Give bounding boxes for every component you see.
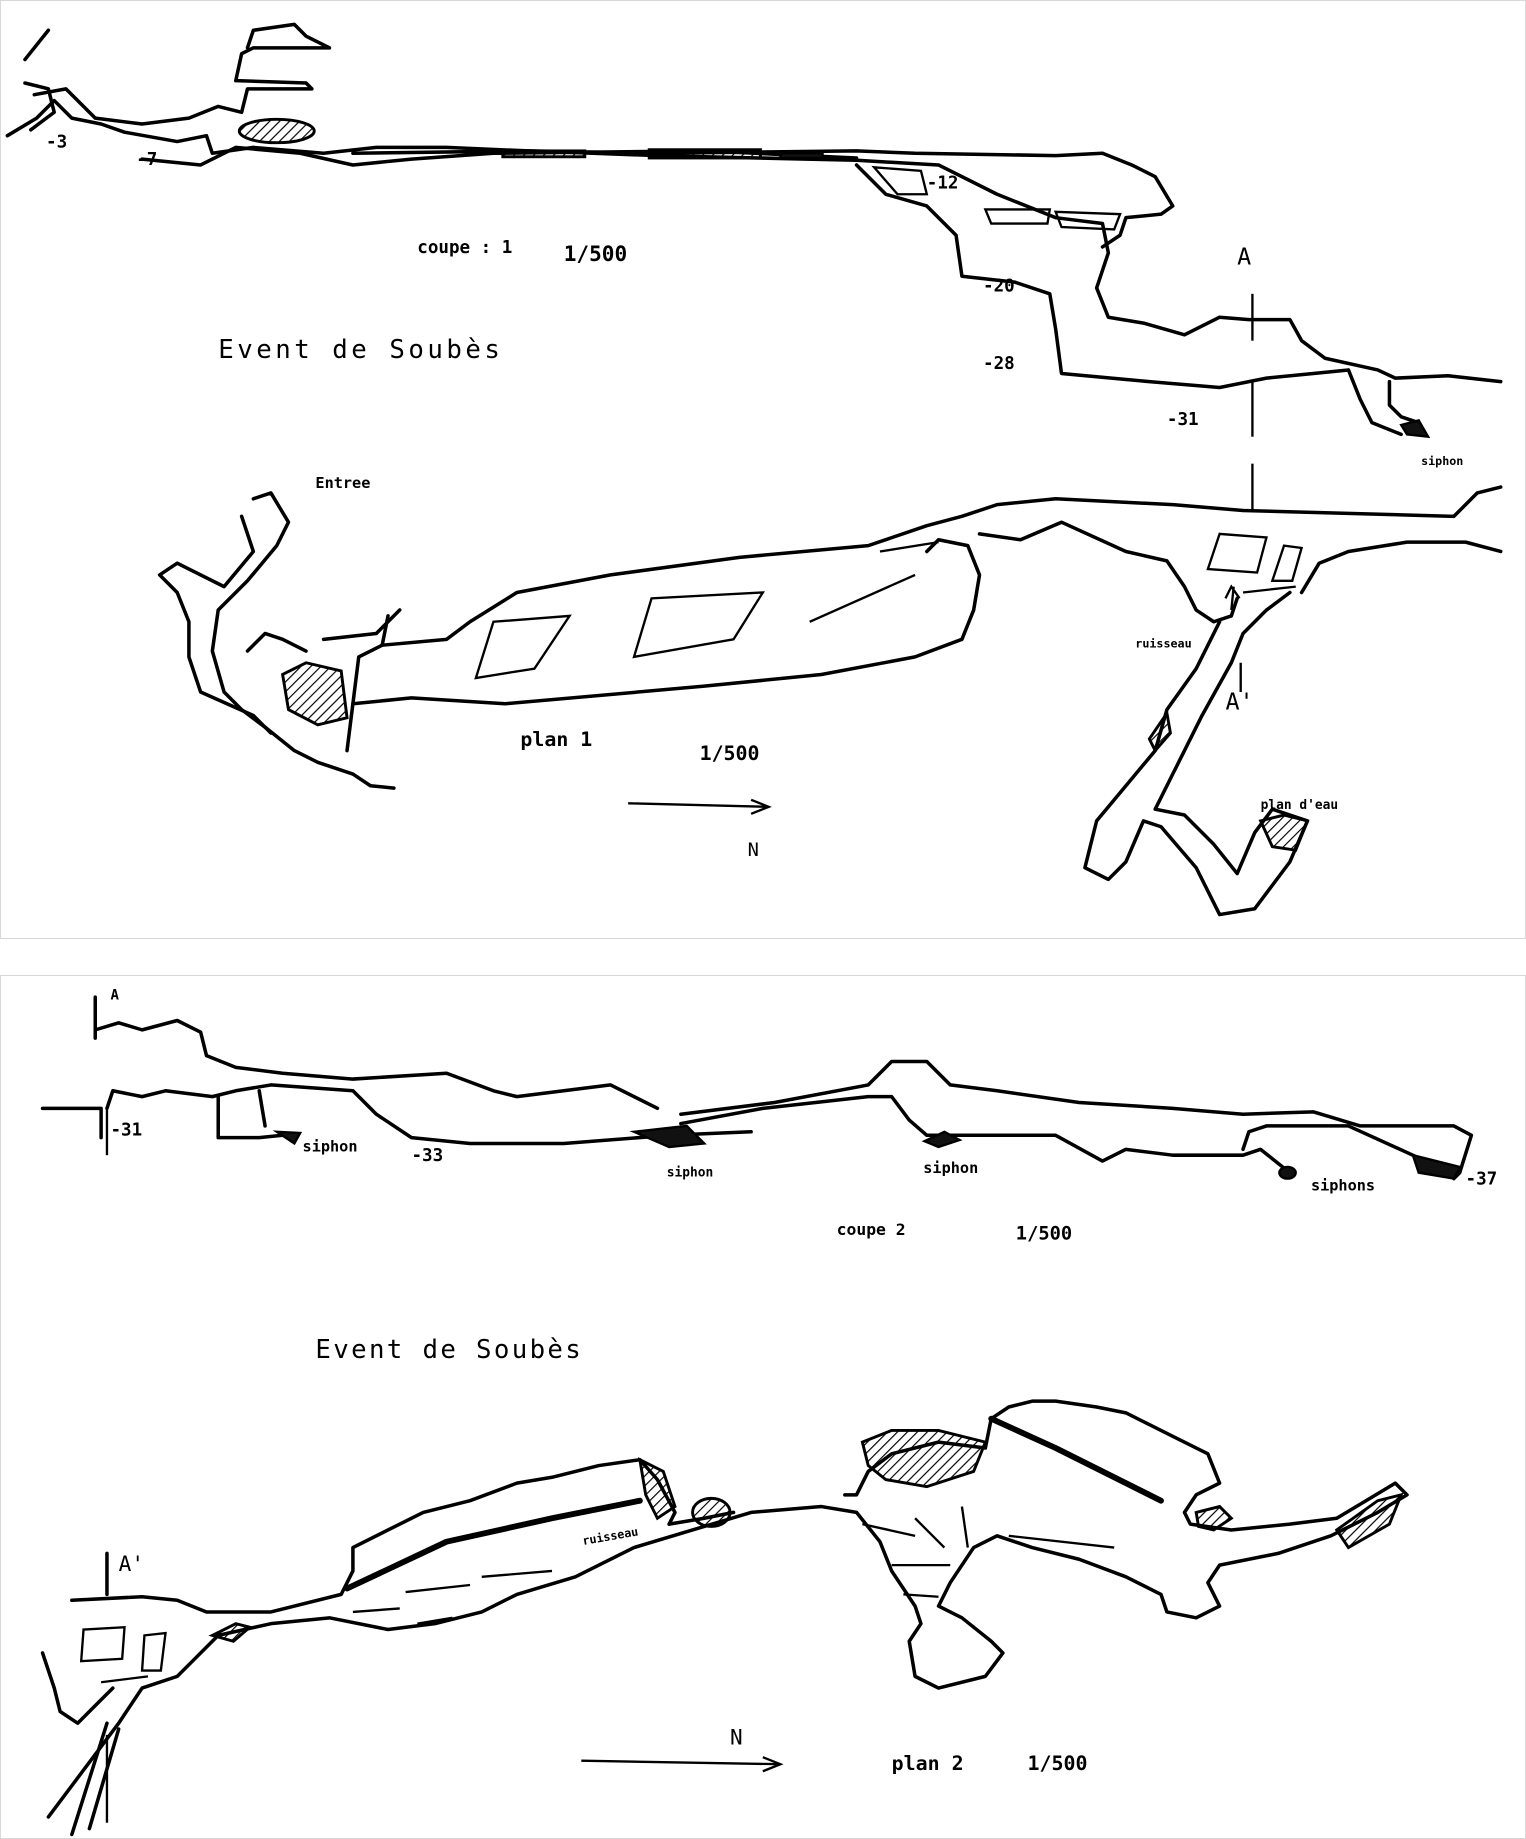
- north-arrow-2: [581, 1759, 781, 1766]
- north-label: N: [730, 1724, 743, 1749]
- cave-survey-1: -3 -7 -12 -20 -28 -31 coupe : 1 1/500 A …: [5, 22, 1503, 917]
- siphon-label: siphon: [667, 1165, 714, 1180]
- section-2-outline: [40, 995, 1474, 1181]
- section-1-scale: 1/500: [564, 241, 627, 266]
- depth-label: -37: [1466, 1169, 1498, 1189]
- section-1-title: coupe : 1: [417, 238, 512, 258]
- stream-label: ruisseau: [581, 1524, 639, 1548]
- section-marker-a-prime: A': [1225, 688, 1253, 716]
- section-1-outline: [5, 22, 1503, 511]
- depth-label: -12: [927, 173, 959, 193]
- depth-label: -20: [983, 276, 1015, 296]
- plan-2-scale: 1/500: [1028, 1752, 1088, 1775]
- plan-1-title: plan 1: [520, 728, 592, 751]
- plan-2-title: plan 2: [892, 1752, 964, 1775]
- section-2-title: coupe 2: [837, 1220, 906, 1239]
- depth-label: -31: [110, 1120, 142, 1140]
- section-marker-a: A: [1237, 243, 1251, 271]
- stream-label: ruisseau: [1135, 637, 1191, 651]
- cave-name-title: Event de Soubès: [218, 335, 503, 365]
- siphon-label: siphon: [923, 1159, 978, 1177]
- siphon-label: siphon: [303, 1138, 358, 1156]
- depth-label: -28: [983, 354, 1015, 374]
- depth-label: -31: [1167, 410, 1199, 430]
- survey-sheet-1: -3 -7 -12 -20 -28 -31 coupe : 1 1/500 A …: [0, 0, 1526, 939]
- survey-sheet-2: A -31 siphon -33 siphon siphon siphons -…: [0, 975, 1526, 1839]
- depth-label: -7: [136, 150, 157, 170]
- entrance-label: Entree: [315, 474, 370, 492]
- labels-1: -3 -7 -12 -20 -28 -31 coupe : 1 1/500 A …: [46, 132, 1463, 861]
- siphon-label: siphons: [1311, 1176, 1375, 1194]
- cave-survey-2: A -31 siphon -33 siphon siphon siphons -…: [40, 987, 1497, 1837]
- section-2-scale: 1/500: [1016, 1224, 1072, 1245]
- depth-label: -33: [411, 1146, 443, 1166]
- plan-1-scale: 1/500: [700, 742, 760, 765]
- north-arrow-1: [628, 802, 769, 808]
- depth-label: -3: [46, 132, 67, 152]
- siphon-label: siphon: [1421, 454, 1463, 468]
- labels-2: A -31 siphon -33 siphon siphon siphons -…: [110, 987, 1497, 1775]
- section-marker-a: A: [110, 987, 119, 1003]
- pool-label: plan d'eau: [1261, 798, 1339, 813]
- cave-name-title: Event de Soubès: [315, 1335, 583, 1365]
- north-label: N: [748, 840, 759, 861]
- plan-1-outline: [157, 485, 1503, 917]
- section-marker-a-prime: A': [119, 1551, 144, 1576]
- plan-2-outline: [40, 1399, 1409, 1837]
